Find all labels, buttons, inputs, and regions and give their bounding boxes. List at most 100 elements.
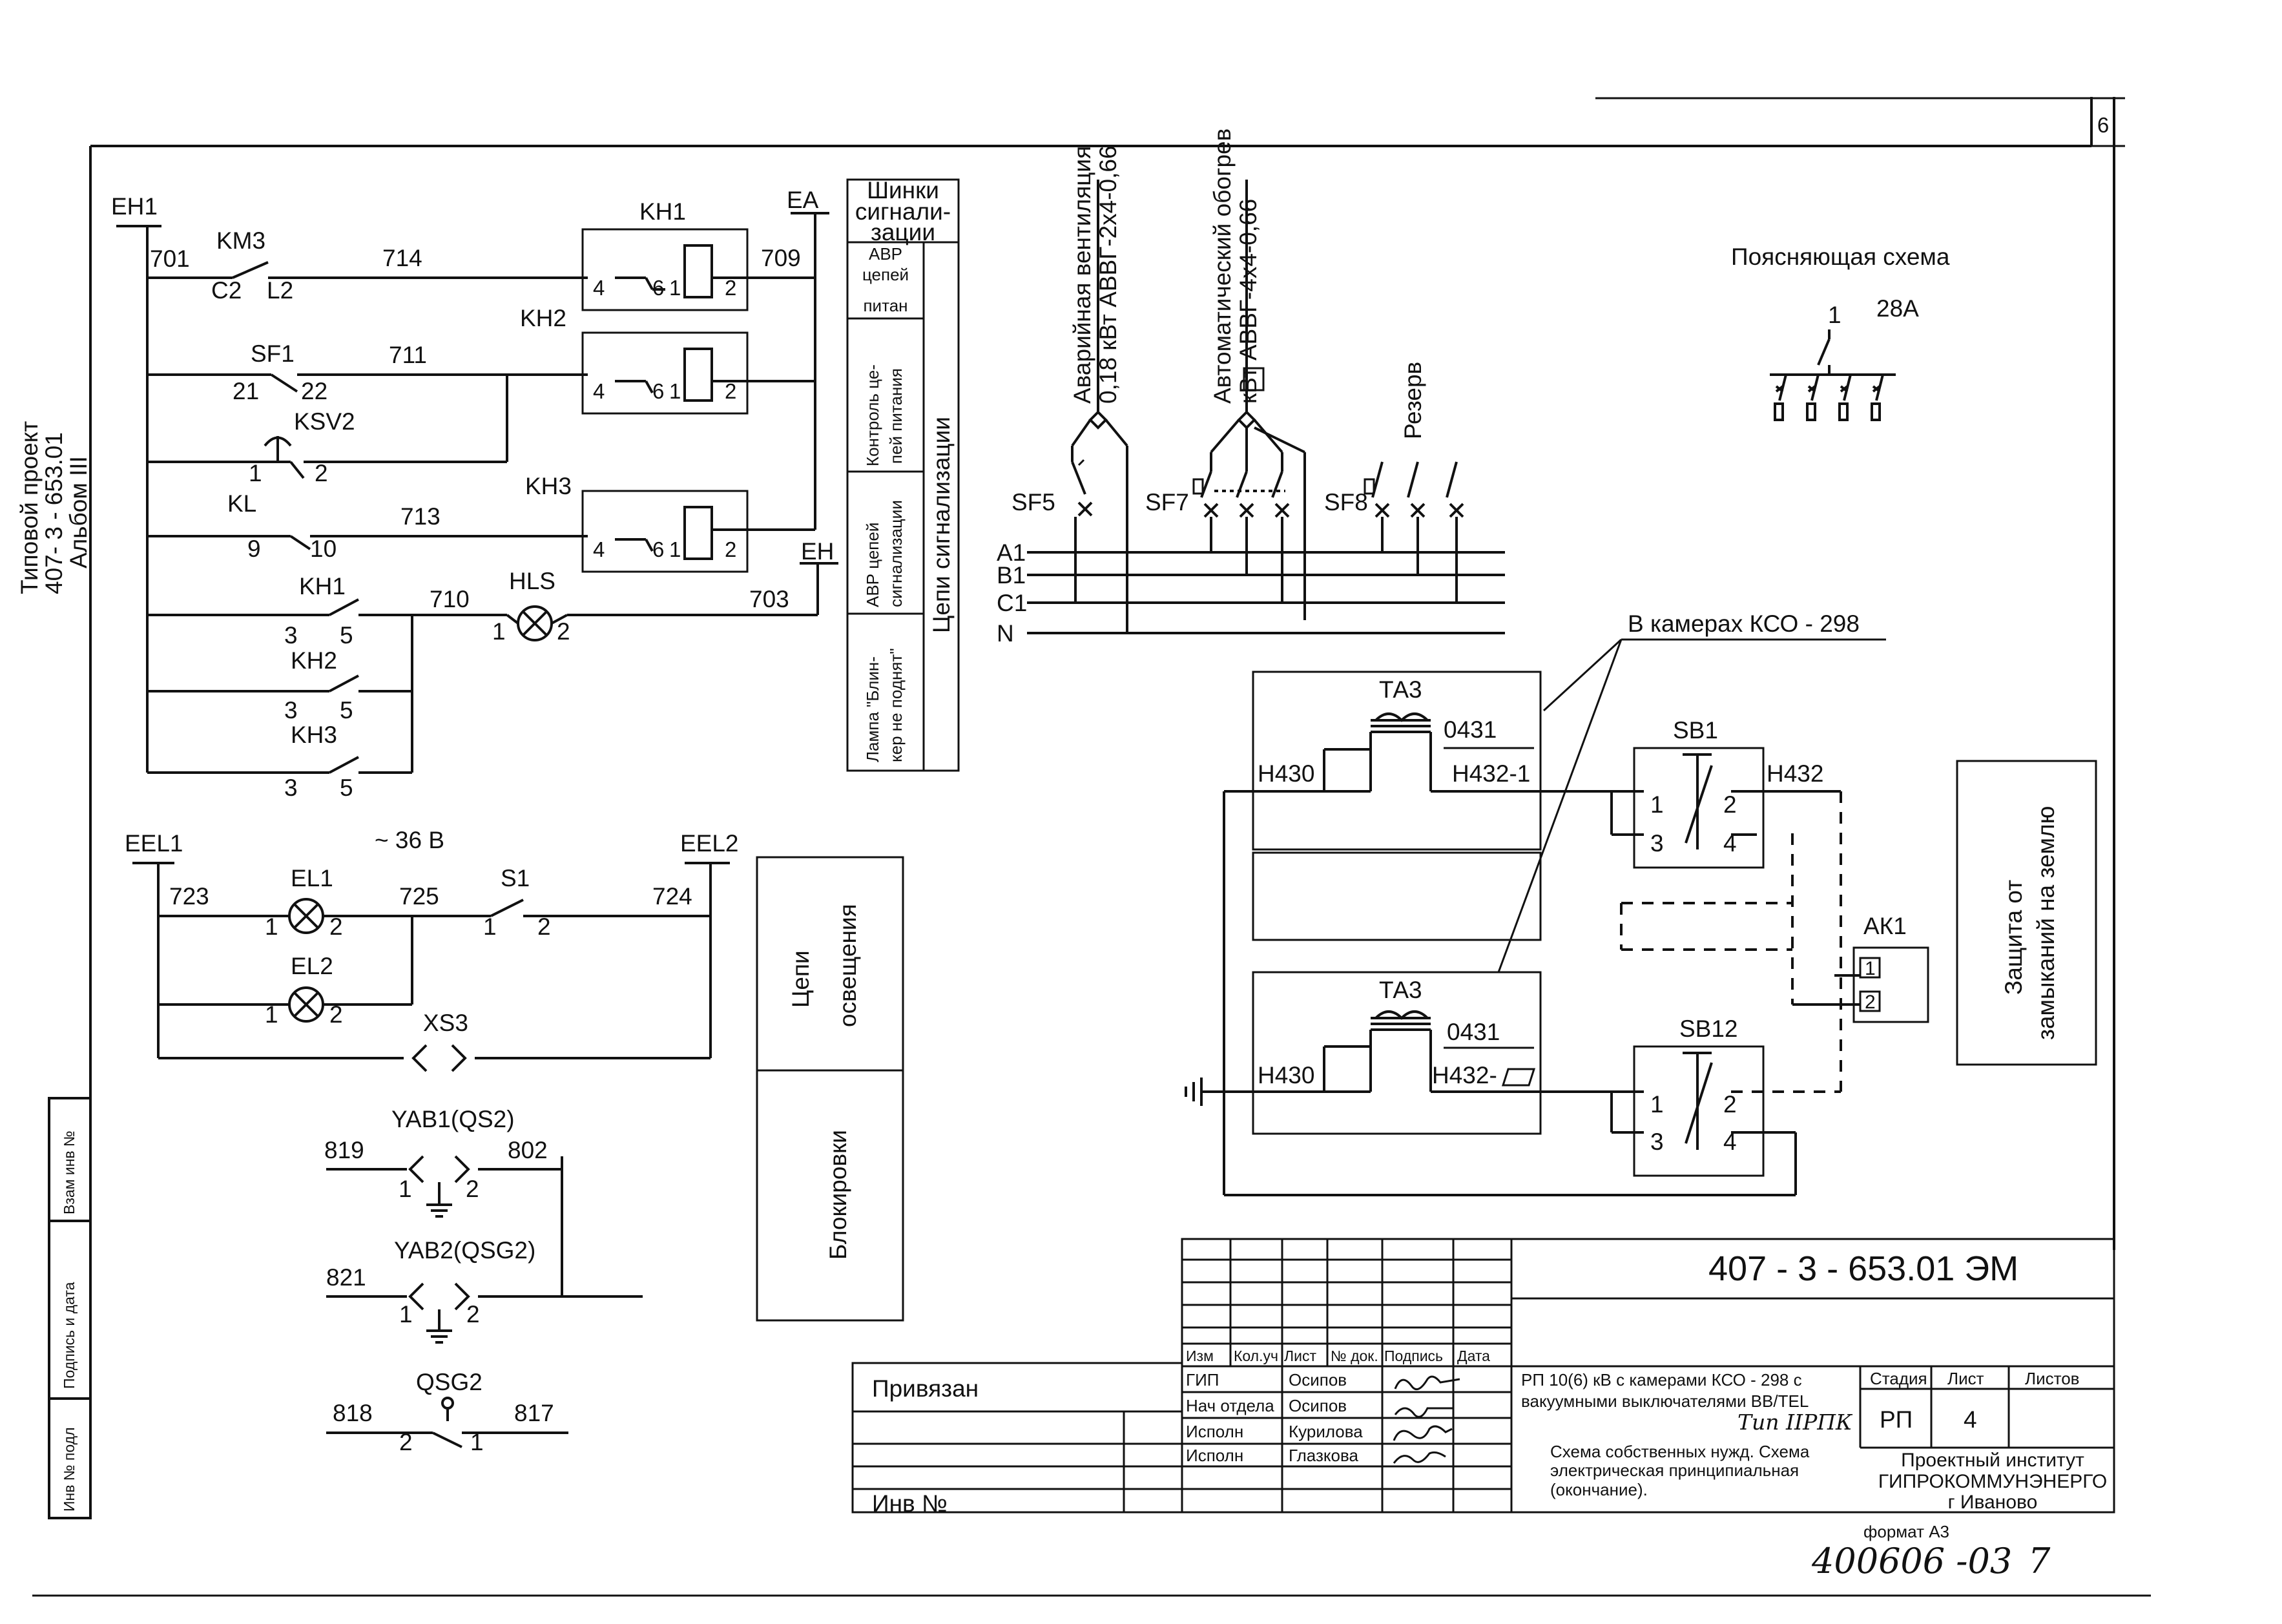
button-term: 3 xyxy=(1650,830,1664,857)
wire-724: 724 xyxy=(652,883,692,910)
label-ksv2: KSV2 xyxy=(294,408,355,435)
aux-kh2: KH2 xyxy=(291,647,337,674)
ct-ta3-top: ТА3 xyxy=(1379,676,1422,703)
lamp-term: 1 xyxy=(265,913,278,940)
tb-drawing: электрическая принципиальная xyxy=(1550,1461,1799,1480)
tb-org: Проектный институт xyxy=(1901,1450,2084,1471)
relay-term: 2 xyxy=(1865,992,1876,1013)
box-lighting: Цепи xyxy=(787,950,814,1008)
reserve-text: Резерв xyxy=(1400,362,1426,439)
purpose-header: сигнали- xyxy=(855,198,951,225)
tb-name: Глазкова xyxy=(1289,1446,1359,1465)
button-term: 2 xyxy=(1723,791,1737,818)
ct-label-top: 0431 xyxy=(1444,716,1497,743)
tb-object: вакуумными выключателями ВВ/TEL xyxy=(1521,1391,1809,1411)
ct-label-bottom: 0431 xyxy=(1447,1019,1500,1045)
qsg-term: 2 xyxy=(399,1429,413,1455)
yab-term: 2 xyxy=(466,1176,479,1202)
purpose-row: Контроль це- xyxy=(863,364,882,466)
tb-col-head: Дата xyxy=(1457,1348,1490,1364)
breaker-sf8: SF8 xyxy=(1324,489,1368,515)
contact-ksv2-1: 1 xyxy=(249,460,262,486)
bus-eh: EH xyxy=(801,538,834,565)
wire-h430-bottom: Н430 xyxy=(1258,1062,1314,1088)
tb-col-head: Кол.уч xyxy=(1234,1348,1278,1364)
yab-term: 1 xyxy=(399,1176,412,1202)
ksu-label: В камерах КСО - 298 xyxy=(1628,610,1860,637)
signalling-circuit: EH1 EA EH KM3 701 C2 L2 714 709 KH1 4 6 … xyxy=(111,187,838,801)
yab-term: 2 xyxy=(466,1301,480,1327)
explain-num: 1 xyxy=(1828,302,1841,328)
relay-term: 1 xyxy=(669,379,681,403)
button-term: 1 xyxy=(1650,791,1664,818)
stamp-label-replace: Взам инв № xyxy=(61,1130,78,1214)
bus-eel2: EEL2 xyxy=(680,830,739,857)
relay-term: 4 xyxy=(593,537,605,561)
lamp-el2: EL2 xyxy=(291,953,333,979)
stamp-label-sign: Подпись и дата xyxy=(61,1282,78,1389)
tb-archive: 400606 -03 xyxy=(1811,1541,2012,1581)
tb-col-head: Подпись xyxy=(1384,1348,1443,1364)
box-lighting: освещения xyxy=(835,904,861,1027)
feeder1-text: Аварийная вентиляция xyxy=(1069,146,1095,404)
purpose-header: зации xyxy=(871,219,935,245)
purpose-header: Шинки xyxy=(867,177,939,203)
phase-a1: A1 xyxy=(997,539,1026,566)
signatures xyxy=(1393,1375,1460,1464)
purpose-row: кер не поднят" xyxy=(886,648,906,762)
project-line-1: Типовой проект xyxy=(16,421,43,594)
purpose-row: пей питания xyxy=(886,368,906,464)
relay-term: 2 xyxy=(725,379,736,403)
button-term: 1 xyxy=(1650,1091,1664,1118)
project-line-2: 407- 3 - 653.01 xyxy=(41,432,67,594)
wire-711: 711 xyxy=(389,342,427,368)
tb-sheet-head: Лист xyxy=(1947,1369,1984,1388)
relay-term: 6 xyxy=(652,276,664,300)
earth-fault-circuit: В камерах КСО - 298 ТА3 ТА3 0431 0431 Н4… xyxy=(1185,610,2097,1196)
label-km3: KM3 xyxy=(216,227,265,254)
tb-role: Нач отдела xyxy=(1186,1396,1274,1415)
phase-b1: B1 xyxy=(997,562,1026,588)
tb-stage: РП xyxy=(1880,1406,1913,1433)
relay-term: 2 xyxy=(725,276,736,300)
tb-role: Исполн xyxy=(1186,1422,1243,1441)
button-sb1: SB1 xyxy=(1673,717,1718,744)
purpose-row: Лампа "Блин- xyxy=(863,656,882,762)
contact-l2: L2 xyxy=(267,277,293,304)
contact-ksv2-2: 2 xyxy=(315,460,328,486)
phase-n: N xyxy=(997,620,1014,647)
purpose-row: питан xyxy=(863,296,908,315)
wire-714: 714 xyxy=(382,245,422,271)
wire-710: 710 xyxy=(430,586,470,612)
tb-drawing: (окончание). xyxy=(1550,1480,1648,1499)
purpose-row: АВР xyxy=(869,244,902,264)
title-block: Изм Кол.уч Лист № док. Подпись Дата ГИП … xyxy=(851,1238,2115,1581)
bus-eh1: EH1 xyxy=(111,193,158,220)
wire-703: 703 xyxy=(749,586,789,612)
tb-name: Курилова xyxy=(1289,1422,1363,1441)
lamp-term: 2 xyxy=(329,1001,343,1028)
tb-role: Исполн xyxy=(1186,1446,1243,1465)
drawing-code: 407 - 3 - 653.01 ЭМ xyxy=(1708,1249,2018,1288)
wire-h430-top: Н430 xyxy=(1258,760,1314,787)
tb-sheet: 4 xyxy=(1964,1406,1977,1433)
aux-kh1: KH1 xyxy=(299,573,346,599)
bus-eel1: EEL1 xyxy=(125,830,183,857)
relay-kh2: KH2 xyxy=(520,305,566,331)
tb-sheets-head: Листов xyxy=(2025,1369,2079,1388)
hls-term: 2 xyxy=(557,618,570,645)
stamp-label-inv: Инв № подл xyxy=(61,1428,78,1512)
yab-term: 1 xyxy=(399,1301,413,1327)
lighting-circuit: EEL1 EEL2 ~ 36 В EL1 723 725 724 S1 1 2 … xyxy=(125,827,904,1322)
relay-term: 4 xyxy=(593,276,605,300)
tb-org: ГИПРОКОММУНЭНЕРГО xyxy=(1878,1471,2107,1492)
tb-format: формат А3 xyxy=(1863,1522,1949,1541)
button-term: 4 xyxy=(1723,830,1737,857)
left-stamp: Взам инв № Подпись и дата Инв № подл xyxy=(48,1097,92,1519)
explain-code: 28А xyxy=(1876,295,1919,322)
relay-term: 1 xyxy=(669,276,681,300)
wire-818: 818 xyxy=(333,1400,373,1426)
relay-term: 2 xyxy=(725,537,736,561)
relay-ak1: АК1 xyxy=(1863,913,1907,939)
